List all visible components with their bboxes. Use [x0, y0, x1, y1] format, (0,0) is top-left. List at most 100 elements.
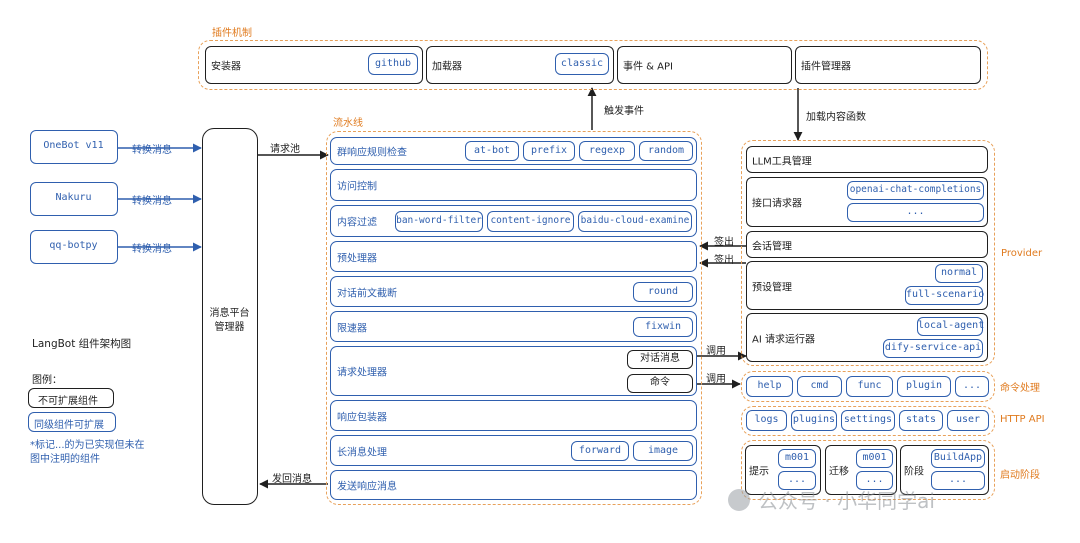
- access-control-label: 访问控制: [337, 181, 377, 193]
- legend-non-extendable: 不可扩展组件: [28, 388, 114, 408]
- cmd-chip-cmd[interactable]: cmd: [797, 376, 842, 397]
- api-requester-label: 接口请求器: [752, 198, 802, 210]
- adapter-qqbotpy[interactable]: qq-botpy: [30, 230, 118, 264]
- event-api-box[interactable]: 事件 & API: [617, 46, 792, 84]
- chat-message-box[interactable]: 对话消息: [627, 350, 693, 369]
- sign-out-label-1: 签出: [714, 237, 734, 248]
- chip-normal[interactable]: normal: [935, 264, 983, 283]
- chip-random[interactable]: random: [639, 141, 693, 161]
- installer-label: 安装器: [211, 61, 241, 73]
- watermark: 公众号 · 小华同学ai: [728, 485, 1054, 515]
- chip-hint-m001[interactable]: m001: [778, 449, 816, 468]
- http-section: [741, 406, 995, 436]
- section-label-plugin: 插件机制: [212, 28, 252, 39]
- pipeline-truncate[interactable]: 对话前文截断 round: [330, 276, 697, 307]
- preset-manager-box[interactable]: 预设管理 normal full-scenario: [746, 261, 988, 310]
- chip-migrate-more[interactable]: ...: [856, 471, 893, 490]
- convert-label-1: 转换消息: [132, 145, 172, 156]
- pipeline-ratelimit[interactable]: 限速器 fixwin: [330, 311, 697, 342]
- loader-box[interactable]: 加载器 classic: [426, 46, 614, 84]
- plugin-manager-label: 插件管理器: [801, 61, 851, 73]
- long-message-label: 长消息处理: [337, 447, 387, 458]
- cmd-chip-func[interactable]: func: [846, 376, 893, 397]
- chip-round[interactable]: round: [633, 282, 693, 302]
- api-requester-box[interactable]: 接口请求器 openai-chat-completions ...: [746, 177, 988, 227]
- preset-manager-label: 预设管理: [752, 282, 792, 293]
- platform-manager-label-1: 消息平台: [209, 308, 250, 319]
- classic-chip[interactable]: classic: [555, 53, 609, 75]
- chip-local-agent[interactable]: local-agent: [917, 317, 984, 336]
- section-label-pipeline: 流水线: [333, 118, 363, 129]
- pipeline-send-response[interactable]: 发送响应消息: [330, 470, 697, 500]
- section-label-command: 命令处理: [1000, 383, 1040, 394]
- sign-out-label-2: 签出: [714, 255, 734, 266]
- response-wrapper-label: 响应包装器: [337, 412, 387, 423]
- chip-fixwin[interactable]: fixwin: [633, 317, 693, 337]
- ratelimit-label: 限速器: [337, 323, 367, 334]
- group-rule-label: 群响应规则检查: [337, 147, 407, 159]
- adapter-onebot[interactable]: OneBot v11: [30, 130, 118, 164]
- cmd-chip-more[interactable]: ...: [955, 376, 989, 397]
- startup-migrate-box[interactable]: 迁移 m001 ...: [825, 445, 897, 495]
- chip-prefix[interactable]: prefix: [523, 141, 575, 161]
- legend-extendable: 同级组件可扩展: [28, 412, 116, 432]
- chip-image[interactable]: image: [633, 441, 693, 461]
- adapter-nakuru[interactable]: Nakuru: [30, 182, 118, 216]
- pipeline-section: [326, 131, 702, 505]
- startup-stage-label: 阶段: [904, 466, 924, 478]
- chip-baidu-cloud-examine[interactable]: baidu-cloud-examine: [578, 211, 692, 232]
- http-chip-settings[interactable]: settings: [841, 410, 895, 431]
- ai-runner-box[interactable]: AI 请求运行器 local-agent dify-service-api: [746, 313, 988, 362]
- chip-hint-more[interactable]: ...: [778, 471, 816, 490]
- chip-migrate-m001[interactable]: m001: [856, 449, 893, 468]
- provider-section: [741, 140, 995, 366]
- session-manager-box[interactable]: 会话管理: [746, 231, 988, 258]
- adapter-qqbotpy-label: qq-botpy: [49, 240, 98, 251]
- pipeline-access-control[interactable]: 访问控制: [330, 169, 697, 201]
- pipeline-request-processor[interactable]: 请求处理器 对话消息 命令: [330, 346, 697, 396]
- request-processor-label: 请求处理器: [337, 367, 387, 379]
- http-chip-logs[interactable]: logs: [746, 410, 787, 431]
- plugin-manager-box[interactable]: 插件管理器: [795, 46, 981, 84]
- convert-label-3: 转换消息: [132, 244, 172, 255]
- section-label-provider: Provider: [1001, 248, 1043, 259]
- http-chip-user[interactable]: user: [947, 410, 989, 431]
- content-filter-label: 内容过滤: [337, 217, 377, 229]
- event-api-label: 事件 & API: [623, 61, 673, 73]
- startup-hint-box[interactable]: 提示 m001 ...: [745, 445, 821, 495]
- wechat-icon: [728, 489, 750, 511]
- watermark-text: 公众号 · 小华同学ai: [758, 489, 935, 513]
- pipeline-preprocessor[interactable]: 预处理器: [330, 241, 697, 272]
- llm-tools-box[interactable]: LLM工具管理: [746, 146, 988, 173]
- chip-full-scenario[interactable]: full-scenario: [905, 286, 984, 305]
- http-chip-plugins[interactable]: plugins: [791, 410, 837, 431]
- pipeline-group-rule[interactable]: 群响应规则检查 at-bot prefix regexp random: [330, 137, 697, 165]
- chip-dify-service-api[interactable]: dify-service-api: [883, 339, 983, 358]
- command-box[interactable]: 命令: [627, 374, 693, 393]
- chip-at-bot[interactable]: at-bot: [465, 141, 519, 161]
- preprocessor-label: 预处理器: [337, 253, 377, 264]
- chip-forward[interactable]: forward: [571, 441, 629, 461]
- chip-ban-word-filter[interactable]: ban-word-filter: [395, 211, 483, 232]
- github-chip[interactable]: github: [368, 53, 418, 75]
- http-chip-stats[interactable]: stats: [899, 410, 943, 431]
- cmd-chip-help[interactable]: help: [746, 376, 793, 397]
- adapter-nakuru-label: Nakuru: [55, 192, 92, 203]
- platform-manager[interactable]: 消息平台 管理器: [202, 128, 258, 505]
- cmd-chip-plugin[interactable]: plugin: [897, 376, 951, 397]
- pipeline-response-wrapper[interactable]: 响应包装器: [330, 400, 697, 431]
- installer-box[interactable]: 安装器 github: [205, 46, 423, 84]
- platform-manager-label-2: 管理器: [214, 322, 245, 333]
- chip-stage-more[interactable]: ...: [931, 471, 985, 490]
- chip-openai-chat-completions[interactable]: openai-chat-completions: [847, 181, 984, 200]
- chip-regexp[interactable]: regexp: [579, 141, 635, 161]
- diagram-title: LangBot 组件架构图: [32, 338, 132, 350]
- chip-content-ignore[interactable]: content-ignore: [487, 211, 574, 232]
- startup-stage-box[interactable]: 阶段 BuildApp ...: [900, 445, 989, 495]
- load-content-label: 加载内容函数: [806, 112, 866, 123]
- pipeline-content-filter[interactable]: 内容过滤 ban-word-filter content-ignore baid…: [330, 205, 697, 237]
- chip-api-more[interactable]: ...: [847, 203, 984, 222]
- session-manager-label: 会话管理: [752, 241, 792, 252]
- pipeline-long-message[interactable]: 长消息处理 forward image: [330, 435, 697, 466]
- chip-stage-buildapp[interactable]: BuildApp: [931, 449, 985, 468]
